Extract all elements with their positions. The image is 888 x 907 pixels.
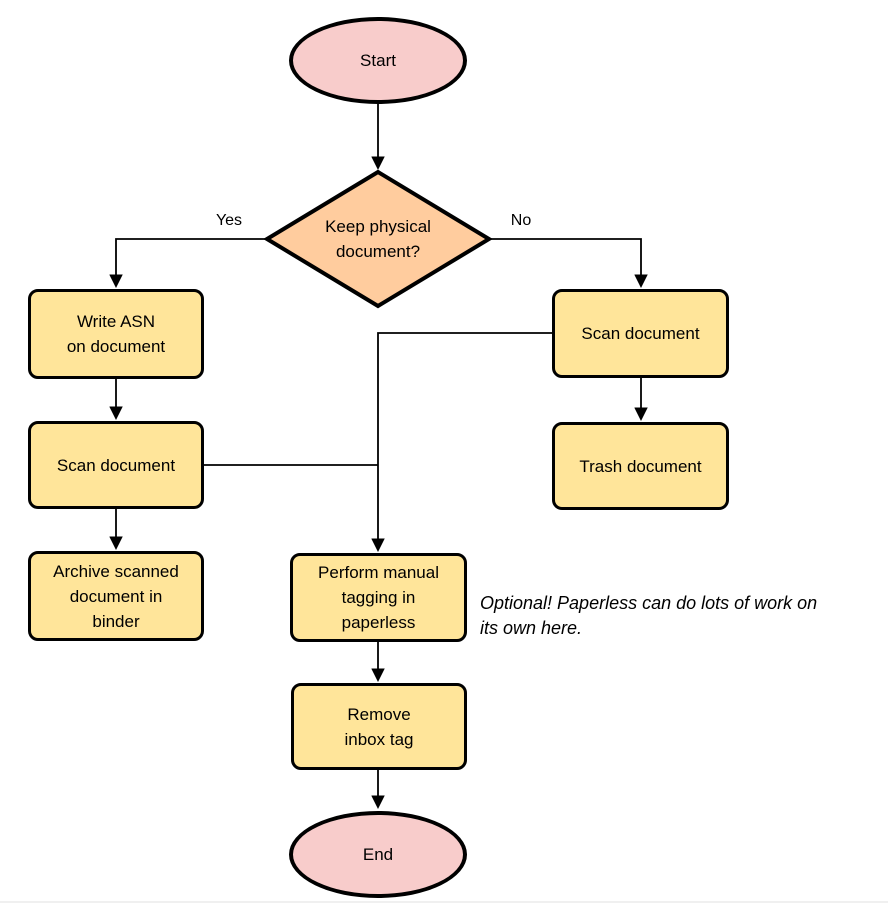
node-remove-inbox: Remove inbox tag [291, 683, 467, 770]
edge-scan-right-to-tagging [371, 332, 552, 553]
node-start: Start [289, 17, 467, 104]
node-scan-left: Scan document [28, 421, 204, 509]
node-end: End [289, 811, 467, 898]
annotation-note: Optional! Paperless can do lots of work … [480, 593, 818, 638]
node-tagging: Perform manual tagging in paperless [290, 553, 467, 642]
edge-label-no: No [491, 212, 551, 230]
node-write-asn: Write ASN on document [28, 289, 204, 379]
edge-label-yes: Yes [199, 212, 259, 230]
page-bottom-divider [0, 901, 888, 903]
edge-decision-to-scan-right [489, 238, 648, 289]
edge-decision-to-write-asn [109, 238, 267, 289]
node-archive: Archive scanned document in binder [28, 551, 204, 641]
decision-diamond-shape [263, 169, 493, 309]
node-scan-right: Scan document [552, 289, 729, 378]
node-trash: Trash document [552, 422, 729, 510]
node-decision-label: Keep physical document? [325, 217, 431, 261]
